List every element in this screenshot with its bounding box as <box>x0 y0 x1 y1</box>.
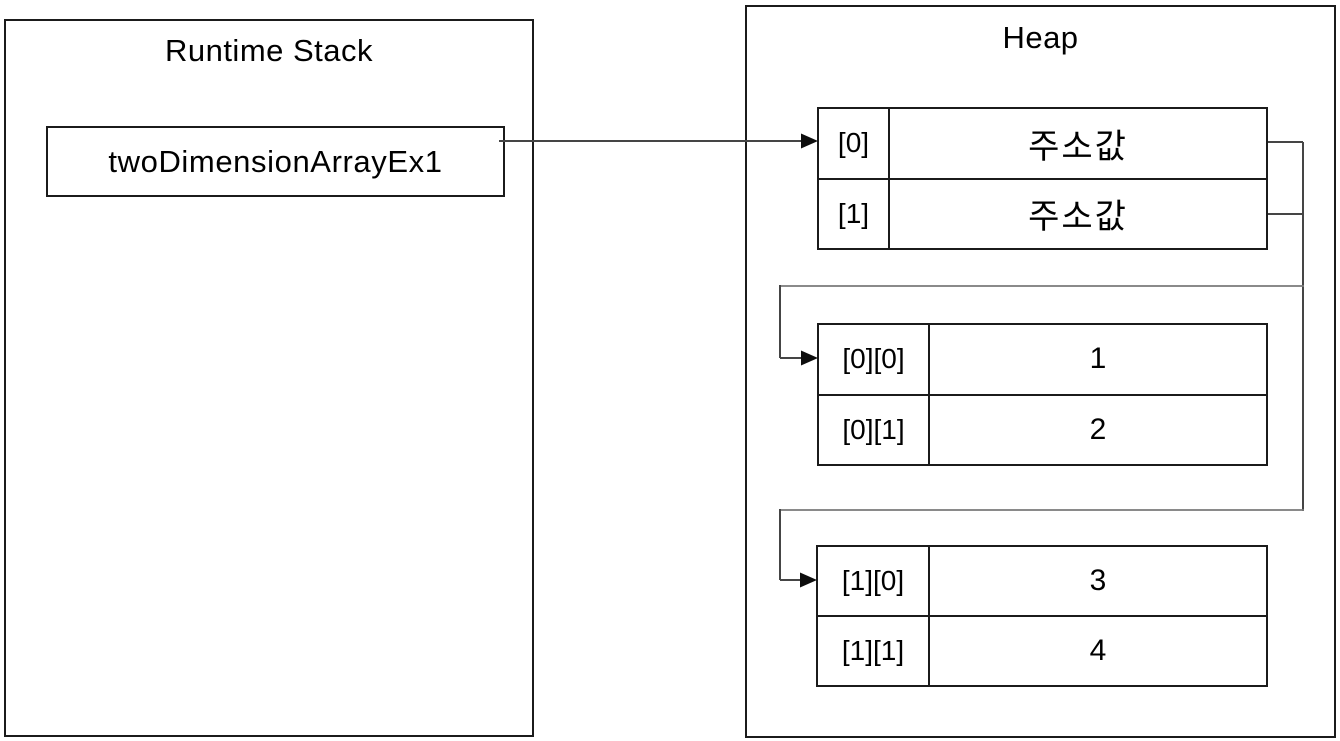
index-cell: [0][0] <box>819 325 930 394</box>
pointer-array-table: [0] 주소값 [1] 주소값 <box>817 107 1268 250</box>
value-cell: 1 <box>1089 342 1107 376</box>
table-row: [0][1] 2 <box>819 395 1266 464</box>
index-cell: [1] <box>819 179 890 248</box>
index-cell: [0][1] <box>819 395 930 464</box>
table-row: [1][1] 4 <box>818 617 1266 685</box>
heap-title: Heap <box>1002 20 1079 55</box>
value-cell: 주소값 <box>1028 127 1128 166</box>
value-cell: 4 <box>1089 634 1107 667</box>
table-row: [1][0] 3 <box>818 547 1266 617</box>
index-cell: [1][1] <box>818 617 930 685</box>
value-cell: 3 <box>1089 564 1107 597</box>
value-cell: 2 <box>1089 412 1107 446</box>
value-cell: 주소값 <box>1028 198 1128 237</box>
index-cell: [0] <box>819 109 890 178</box>
runtime-stack-box: Runtime Stack twoDimensionArrayEx1 <box>4 19 534 737</box>
table-row: [1] 주소값 <box>819 179 1266 248</box>
table-row: [0] 주소값 <box>819 109 1266 180</box>
row1-array-table: [1][0] 3 [1][1] 4 <box>816 545 1268 687</box>
runtime-stack-title: Runtime Stack <box>164 33 374 68</box>
index-cell: [1][0] <box>818 547 930 615</box>
stack-variable-box: twoDimensionArrayEx1 <box>46 126 505 197</box>
stack-variable-label: twoDimensionArrayEx1 <box>108 143 443 179</box>
table-row: [0][0] 1 <box>819 325 1266 396</box>
row0-array-table: [0][0] 1 [0][1] 2 <box>817 323 1268 466</box>
